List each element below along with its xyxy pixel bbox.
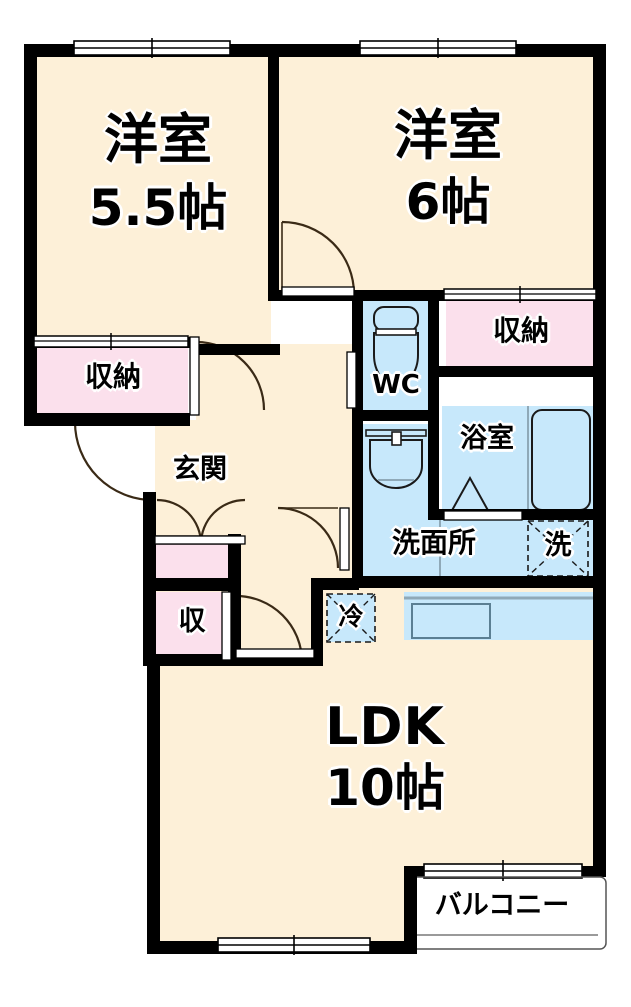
wall-ldk-top-notch: [311, 578, 359, 590]
wall-exterior-left-lower: [147, 654, 160, 954]
toilet-bowl-icon: [373, 306, 419, 386]
wall-closet-hall-right: [228, 534, 241, 582]
balcony-outline: [417, 876, 607, 950]
bath-tub-icon: [531, 409, 591, 511]
door-leaf-ldk: [235, 648, 315, 659]
wall-toilet-bottom: [352, 410, 439, 421]
floor-closet-bedroom-west: [36, 348, 188, 414]
wall-bath-left: [428, 400, 439, 520]
windows-layer: [33, 38, 597, 955]
closet-doors-bedroom-west: [33, 333, 189, 350]
door-arc-bedroom-east: [281, 220, 356, 295]
wall-closet-hall-mid: [143, 578, 241, 591]
door-arc-closet-hall: [73, 421, 154, 502]
floor-bedroom-west: [36, 56, 271, 344]
wall-bedroom-divider: [268, 44, 279, 297]
door-leaf-bedroom-west: [189, 336, 200, 416]
wall-closet-hall-bottom: [143, 654, 241, 666]
kitchen-sink-icon: [404, 596, 596, 639]
wall-entrance-left: [143, 492, 156, 540]
floor-closet-hall-lower: [155, 592, 233, 660]
bath-entry-symbol: [449, 475, 491, 515]
door-arc-washroom: [277, 506, 340, 569]
window-bedroom-east: [359, 38, 517, 58]
floor-balcony: [404, 872, 600, 954]
wall-ldk-top-left: [311, 578, 323, 654]
wall-bedroom-west-bottom: [190, 344, 280, 355]
wall-exterior-left-upper: [24, 44, 37, 426]
floor-closet-hall-upper: [155, 540, 233, 582]
wall-vanity-left: [352, 420, 363, 520]
wall-toilet-left: [352, 290, 363, 420]
fridge-slot-icon: [326, 593, 376, 643]
wall-washroom-bottom: [352, 576, 606, 588]
floor-bedroom-east: [278, 56, 596, 296]
door-arc-bedroom-west: [195, 340, 266, 411]
wall-closet-west-bottom: [24, 413, 190, 426]
window-bedroom-west: [73, 38, 231, 58]
wall-closet-east-bottom: [439, 366, 606, 377]
floor-closet-bedroom-east: [446, 300, 596, 368]
fixtures-layer: [326, 306, 596, 643]
wall-hall-left: [143, 534, 156, 666]
closet-doors-bedroom-east: [443, 286, 597, 303]
wall-balcony-bottom: [404, 941, 417, 954]
vanity-sink-icon: [365, 429, 427, 489]
window-balcony-sliding-door: [423, 860, 583, 881]
wall-closet-east-left: [428, 290, 439, 378]
wall-balcony-left: [404, 866, 417, 954]
washer-slot-icon: [527, 520, 589, 577]
wall-washroom-left: [352, 520, 363, 578]
door-leaf-bedroom-east: [281, 286, 355, 297]
door-leaf-bath: [443, 510, 523, 521]
door-leaf-toilet: [346, 351, 357, 409]
door-leaf-washroom: [339, 507, 350, 571]
closet-door-hall-lower: [221, 591, 232, 661]
floor-hallway-upper: [196, 344, 355, 424]
floor-entrance: [155, 420, 241, 540]
door-leaf-entrance: [154, 535, 246, 545]
window-ldk-bottom: [217, 935, 371, 955]
wall-exterior-right: [593, 44, 606, 872]
